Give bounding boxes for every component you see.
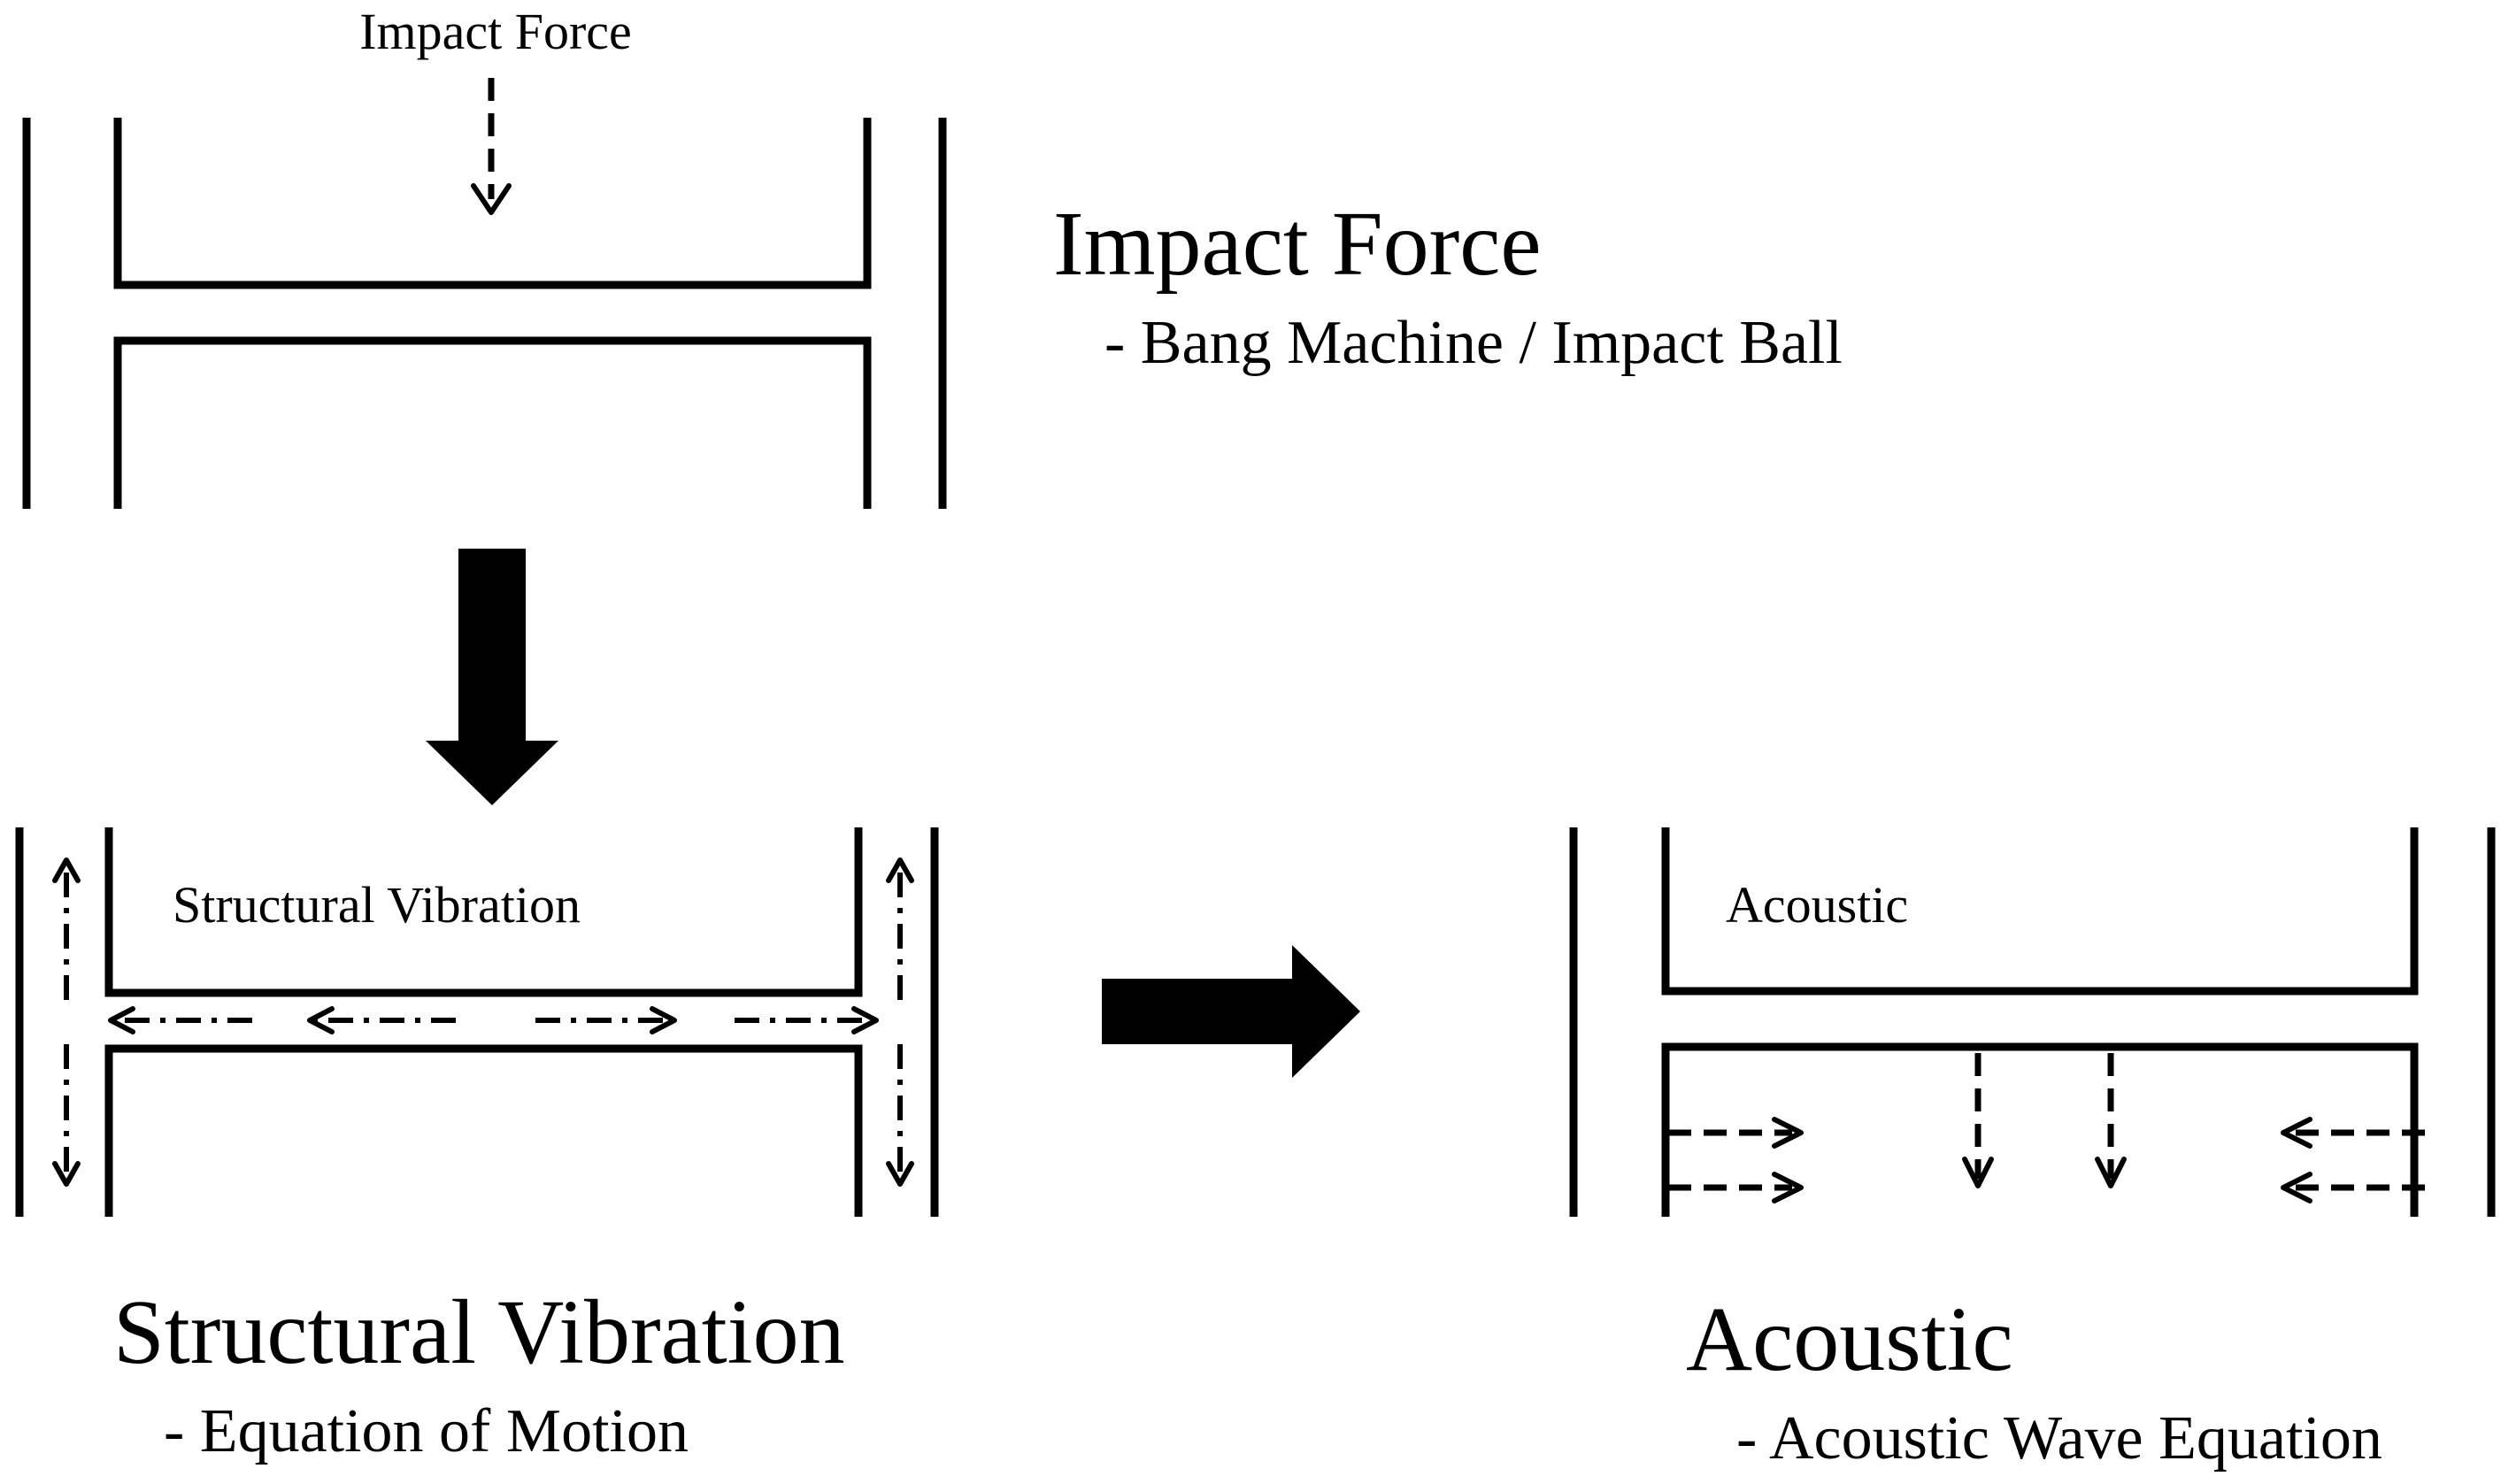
left-sound-arrow-2-head — [1772, 1172, 1804, 1203]
left-wall-down-arrow-head — [52, 1161, 81, 1187]
left-wall-up-arrow-head — [52, 857, 81, 883]
upper-room — [113, 118, 872, 289]
left-sound-arrow-1-head — [1772, 1117, 1804, 1149]
floor-arrow-1-head — [108, 1006, 135, 1034]
impact-force-diagram-label: Impact Force — [359, 3, 632, 60]
lower-room — [113, 336, 872, 509]
acoustic-subtitle: - Acoustic Wave Equation — [1736, 1404, 2382, 1472]
lower-room — [104, 1044, 863, 1217]
structural-vibration-diagram-label: Structural Vibration — [173, 876, 581, 934]
floor-arrow-3-head — [650, 1006, 677, 1034]
sound-arrow-1-head — [1962, 1157, 1994, 1188]
sound-arrow-2-head — [2095, 1157, 2127, 1188]
structural-vibration-subtitle: - Equation of Motion — [164, 1397, 689, 1465]
upper-room — [1661, 827, 2419, 996]
right-wall-up-arrow-head — [886, 857, 914, 883]
right-wall-down-arrow-head — [886, 1161, 914, 1187]
impact-force-subtitle: - Bang Machine / Impact Ball — [1104, 309, 1843, 377]
acoustic-panel: Acoustic — [1569, 827, 2496, 1217]
right-sound-arrow-2-head — [2281, 1172, 2312, 1203]
right-sound-arrow-1-head — [2281, 1117, 2312, 1149]
floor-arrow-4-head — [851, 1006, 879, 1034]
right-transition-arrow — [1102, 945, 1360, 1078]
down-transition-arrow — [426, 549, 558, 805]
acoustic-title: Acoustic — [1686, 1288, 2013, 1390]
floor-arrow-2-head — [307, 1006, 335, 1034]
acoustic-diagram-label: Acoustic — [1726, 876, 1908, 934]
structural-vibration-title: Structural Vibration — [113, 1281, 845, 1383]
structural-vibration-panel: Structural Vibration — [15, 827, 939, 1217]
impact-force-arrow-head — [471, 183, 512, 215]
upper-room — [104, 827, 863, 997]
impact-force-panel: Impact Force — [22, 3, 947, 509]
impact-force-title: Impact Force — [1053, 193, 1542, 295]
